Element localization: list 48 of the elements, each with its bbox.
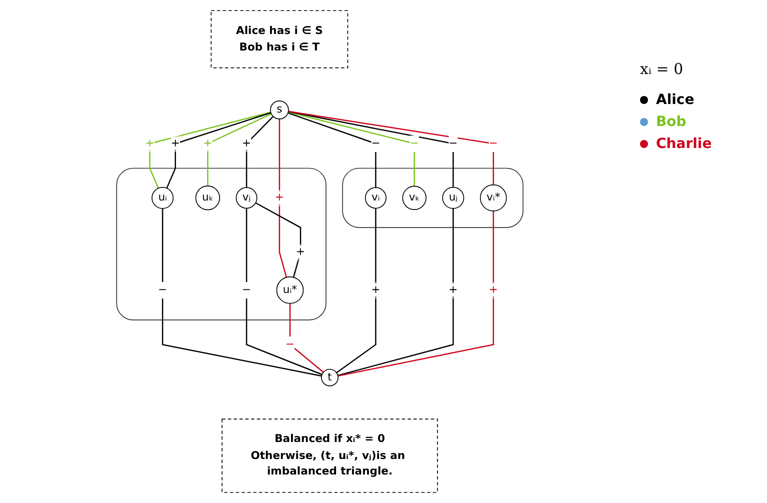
node-box: Alice has i ∈ S Bob has i ∈ T	[210, 10, 348, 68]
edge-label: +	[296, 246, 306, 258]
legend-label: Charlie	[656, 136, 712, 152]
connector	[207, 113, 272, 186]
edge-label: +	[448, 284, 458, 296]
edge-label: −	[489, 137, 498, 150]
edge-label: −	[158, 284, 168, 296]
node-circle: vⱼ	[236, 187, 258, 209]
edge-label: −	[242, 284, 252, 296]
legend-label: Bob	[656, 114, 686, 130]
connector	[246, 208, 322, 376]
node-circle: t	[321, 368, 339, 386]
connector	[336, 208, 376, 374]
connector	[338, 210, 494, 377]
edge-label: +	[242, 137, 252, 150]
connector	[246, 116, 274, 188]
edge-label: +	[145, 137, 154, 150]
edge-label: +	[371, 284, 380, 296]
node-circle: vᵢ*	[480, 184, 508, 212]
node-circle: uᵢ*	[276, 276, 304, 304]
edge-label: +	[489, 284, 498, 296]
edge-label: −	[410, 137, 420, 150]
edge-label: +	[275, 191, 284, 204]
legend-label: Alice	[656, 92, 694, 108]
connector	[162, 208, 322, 377]
cluster	[342, 168, 524, 228]
node-circle: vₖ	[402, 186, 427, 210]
connector	[288, 112, 416, 186]
connector	[288, 111, 454, 188]
connector	[279, 118, 288, 278]
node-circle: vᵢ	[365, 187, 387, 209]
connector	[255, 202, 302, 278]
node-circle: uᵢ	[152, 186, 174, 209]
connector	[290, 303, 324, 373]
node-box: Balanced if xᵢ* = 0 Otherwise, (t, uᵢ*, vⱼ)is an imbalanced triangle.	[222, 418, 438, 493]
node-circle: uⱼ	[442, 186, 464, 209]
connector	[288, 112, 376, 188]
edge-label: −	[286, 338, 295, 351]
node-circle: uₖ	[196, 186, 220, 210]
connector	[338, 208, 454, 376]
cluster	[116, 168, 327, 320]
edge-label: +	[203, 137, 212, 150]
edge-label: −	[371, 137, 380, 150]
node-circle: s	[270, 100, 290, 120]
edge-label: +	[171, 137, 180, 150]
connector	[288, 110, 494, 185]
edge-label: −	[448, 137, 458, 150]
equation-label: xᵢ = 0	[640, 60, 684, 78]
